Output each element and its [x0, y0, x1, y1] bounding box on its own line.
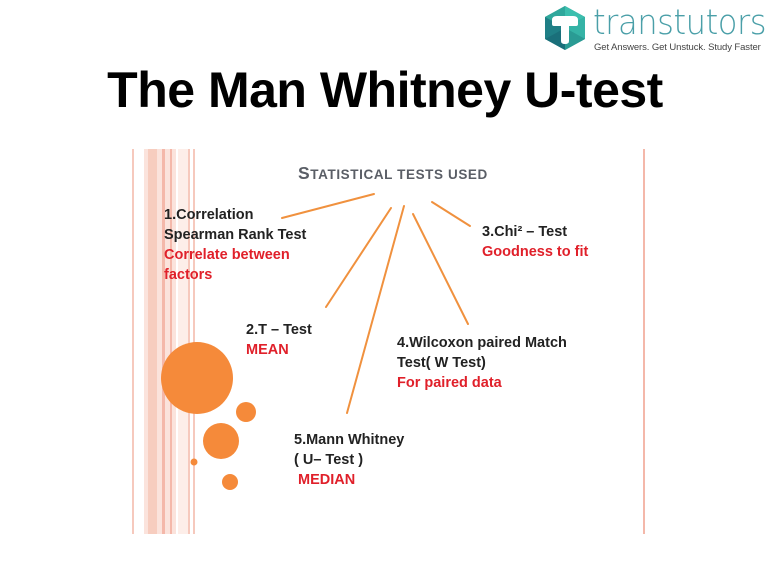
transtutors-logo[interactable]: transtutors Get Answers. Get Unstuck. St… — [543, 3, 767, 53]
slide-decoration — [132, 149, 645, 534]
test-item-mann-whitney: 5.Mann Whitney ( U– Test ) MEDIAN — [294, 432, 405, 488]
slide-image: STATISTICAL TESTS USED 1.Correlation Spe… — [132, 146, 648, 537]
test-item-correlation: 1.Correlation Spearman Rank Test Correla… — [164, 207, 307, 283]
logo-tagline: Get Answers. Get Unstuck. Study Faster — [594, 42, 761, 53]
slide-heading: STATISTICAL TESTS USED — [298, 163, 488, 183]
test-item-t-test: 2.T – Test MEAN — [246, 322, 312, 358]
logo-hexagon-icon — [545, 6, 585, 50]
test-item-chi-square: 3.Chi² – Test Goodness to fit — [482, 224, 589, 260]
logo-wordmark: transtutors — [593, 3, 767, 43]
page-title: The Man Whitney U-test — [107, 62, 663, 118]
test-item-wilcoxon: 4.Wilcoxon paired Match Test( W Test) Fo… — [397, 335, 567, 391]
